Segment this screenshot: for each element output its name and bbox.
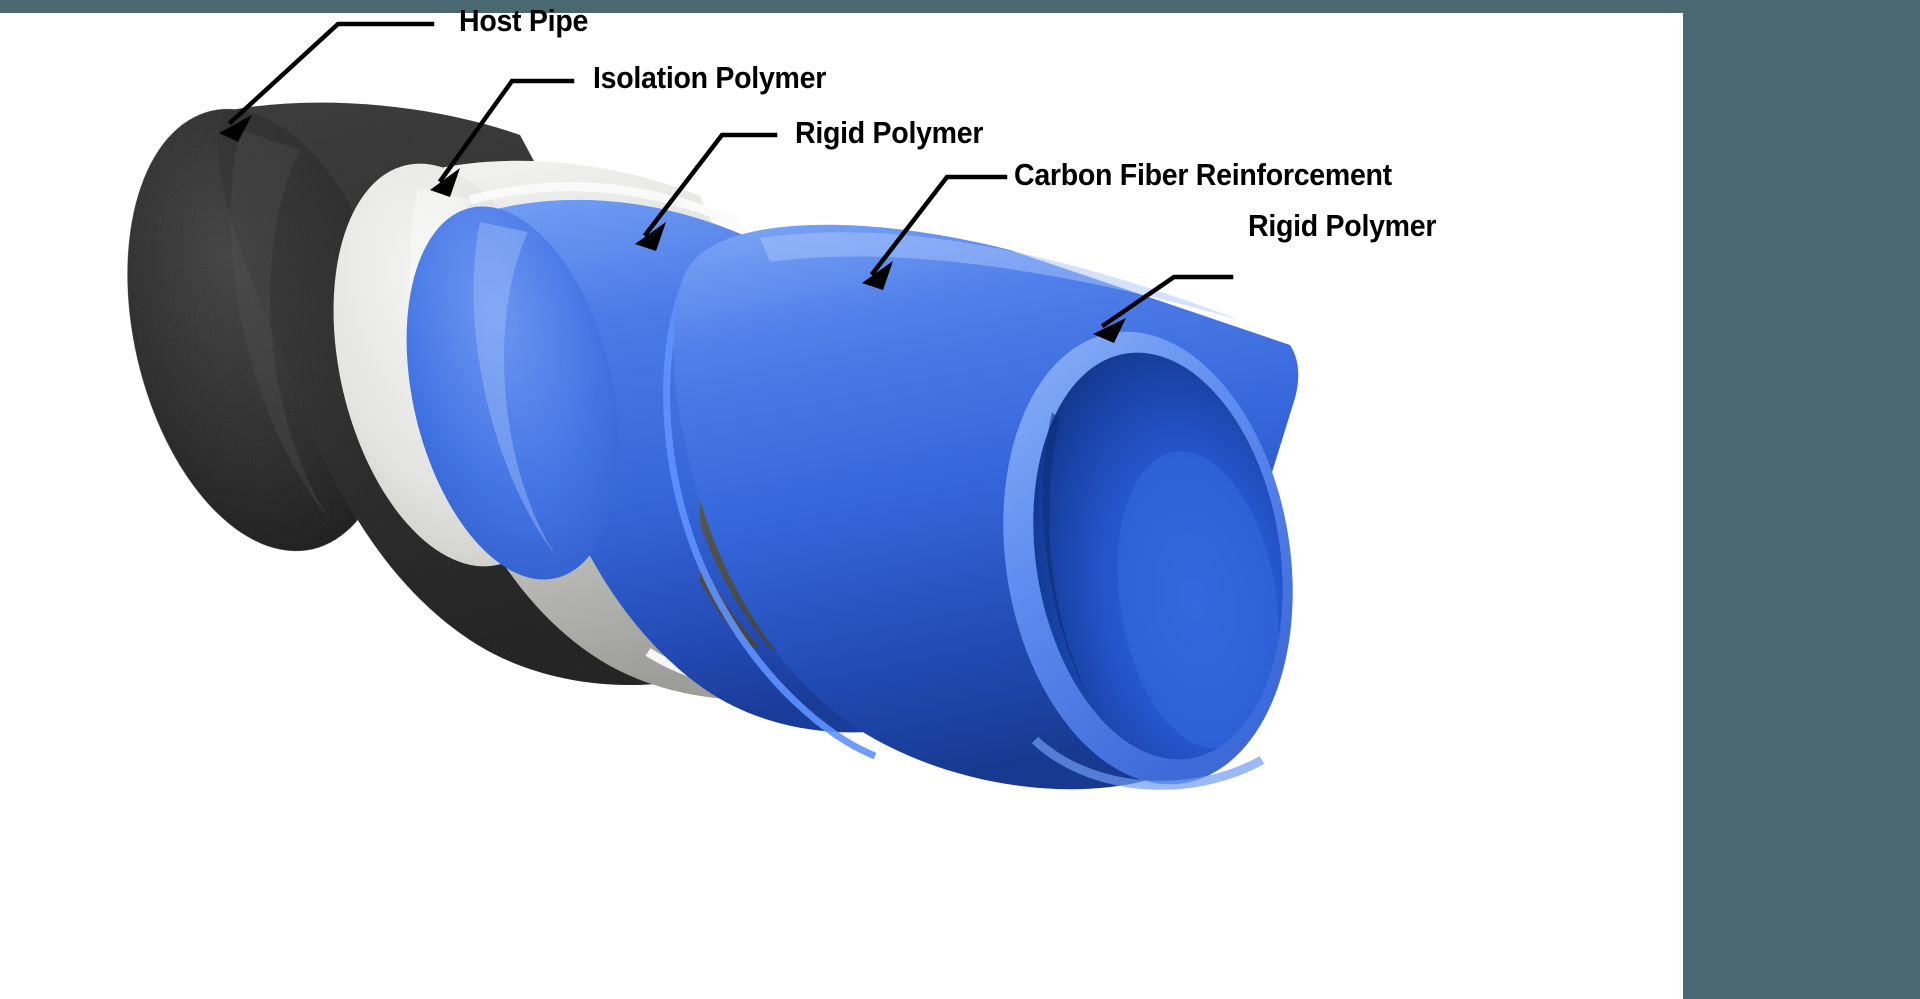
leader-isolation-polymer: [430, 78, 575, 197]
callout-label-host-pipe: Host Pipe: [459, 3, 589, 38]
outer-shell-edge-highlight: [663, 270, 877, 760]
leader-rigid-polymer-inner: [635, 132, 778, 251]
callout-label-isolation-polymer: Isolation Polymer: [593, 60, 827, 95]
leader-rigid-polymer-outer: [1093, 274, 1234, 343]
callout-label-rigid-polymer-outer: Rigid Polymer: [1248, 208, 1437, 243]
leader-host-pipe: [219, 21, 435, 142]
callout-label-carbon-fiber-reinforcement: Carbon Fiber Reinforcement: [1014, 157, 1392, 192]
callout-leader-lines: [219, 21, 1234, 343]
leader-carbon-fiber: [862, 174, 1008, 290]
rigid-polymer-outer-layer: [673, 224, 1299, 790]
callout-label-rigid-polymer-inner: Rigid Polymer: [795, 115, 984, 150]
pipe-bore: [1033, 352, 1283, 760]
